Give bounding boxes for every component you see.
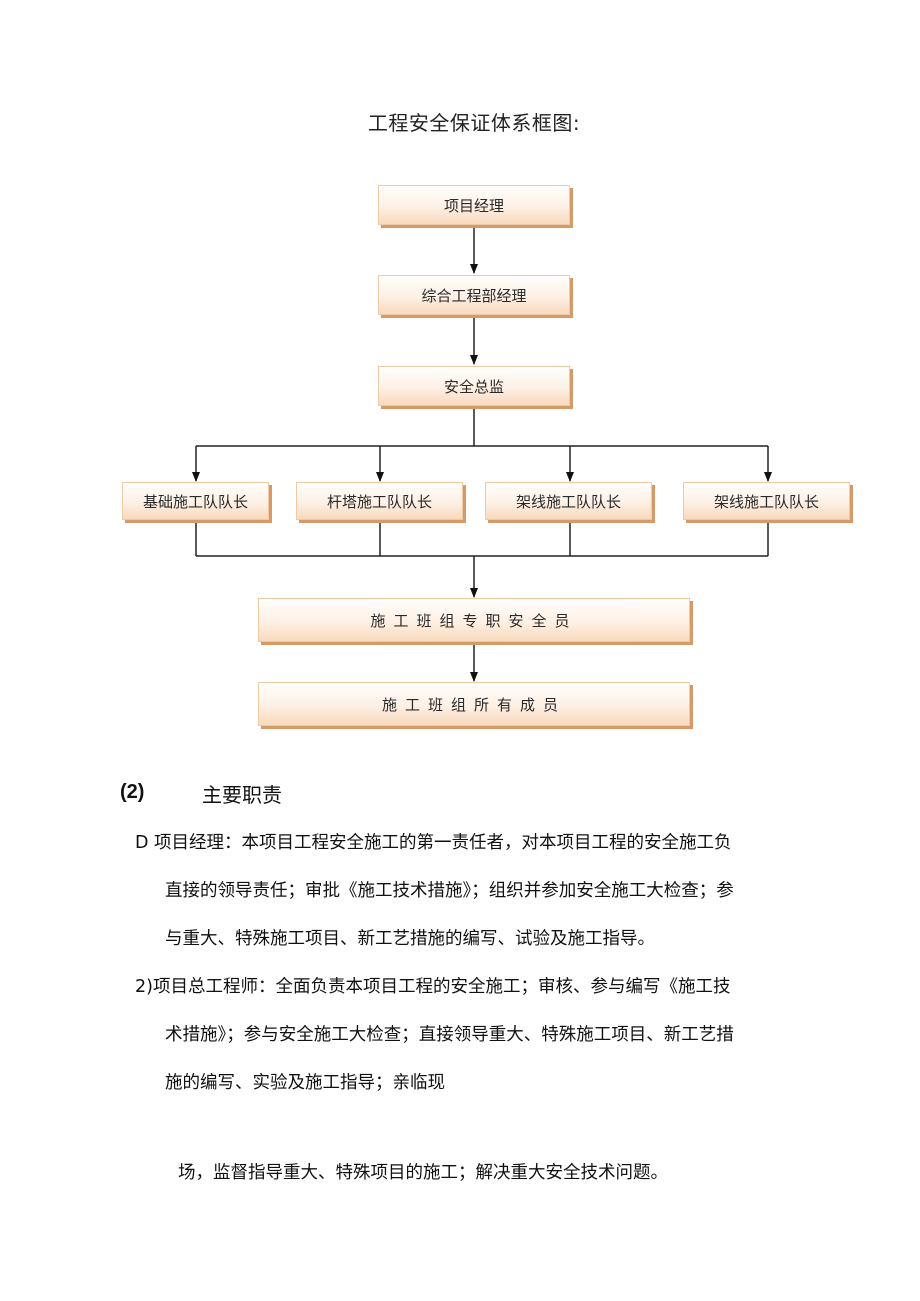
- duty-paragraph-line: 2)项目总工程师：全面负责本项目工程的安全施工；审核、参与编写《施工技: [135, 977, 731, 997]
- duty-paragraph-line: D 项目经理：本项目工程安全施工的第一责任者，对本项目工程的安全施工负: [135, 833, 732, 853]
- box-team-leader-stringing-1: 架线施工队队长: [485, 482, 652, 520]
- duty-paragraph-line: 施的编写、实验及施工指导；亲临现: [165, 1073, 445, 1093]
- team-leader-label: 杆塔施工队队长: [326, 492, 432, 511]
- box-team-leader-stringing-2: 架线施工队队长: [683, 482, 850, 520]
- box-team-leader-tower: 杆塔施工队队长: [296, 482, 463, 520]
- team-leader-label: 架线施工队队长: [713, 492, 819, 511]
- box-all-members-label: 施工班组所有成员: [381, 695, 566, 714]
- team-leader-label: 基础施工队队长: [142, 492, 248, 511]
- section-title: 主要职责: [202, 783, 282, 807]
- duty-paragraph-line: 场，监督指导重大、特殊项目的施工；解决重大安全技术问题。: [178, 1163, 668, 1183]
- section-number: (2): [120, 781, 145, 803]
- box-safety-director-label: 安全总监: [443, 377, 504, 396]
- box-project-manager: 项目经理: [378, 185, 570, 225]
- box-safety-officers-label: 施工班组专职安全员: [370, 611, 578, 630]
- duty-paragraph-line: 直接的领导责任；审批《施工技术措施》；组织并参加安全施工大检查；参: [165, 881, 734, 901]
- box-project-manager-label: 项目经理: [443, 196, 504, 215]
- box-safety-director: 安全总监: [378, 366, 570, 406]
- chart-title: 工程安全保证体系框图:: [367, 111, 581, 135]
- box-all-members: 施工班组所有成员: [258, 682, 690, 726]
- team-leader-label: 架线施工队队长: [515, 492, 621, 511]
- duty-paragraph-line: 与重大、特殊施工项目、新工艺措施的编写、试验及施工指导。: [165, 929, 655, 949]
- box-general-manager-label: 综合工程部经理: [421, 286, 527, 305]
- duty-paragraph-line: 术措施》；参与安全施工大检查；直接领导重大、特殊施工项目、新工艺措: [165, 1025, 734, 1045]
- section-heading: (2) 主要职责: [120, 779, 282, 807]
- box-general-manager: 综合工程部经理: [378, 275, 570, 315]
- box-team-leader-foundation: 基础施工队队长: [122, 482, 269, 520]
- box-safety-officers: 施工班组专职安全员: [258, 598, 690, 642]
